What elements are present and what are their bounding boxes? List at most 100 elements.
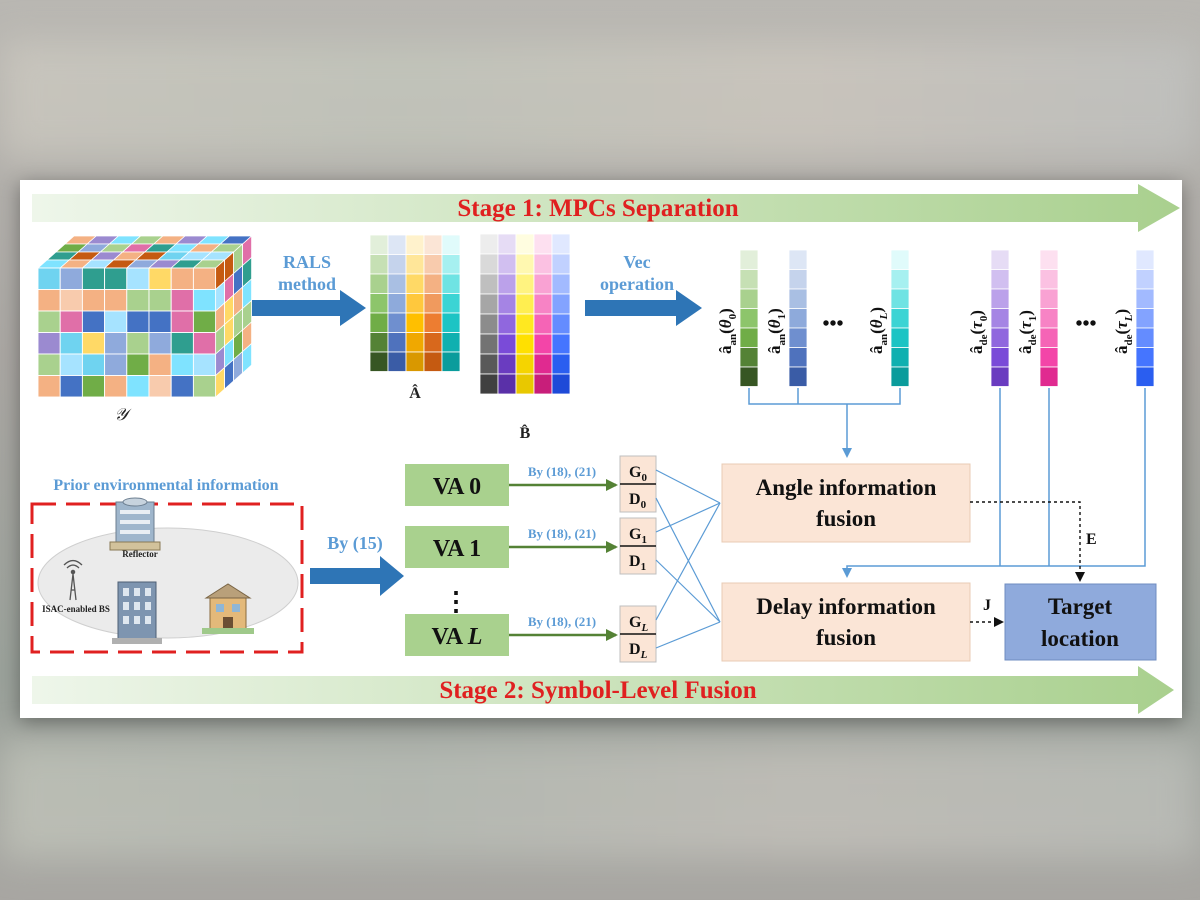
g-label: G1 [629, 526, 647, 546]
matrix-cell [423, 312, 443, 333]
vector-label: âde(τL) [1112, 309, 1135, 354]
tensor-front-cell [104, 332, 128, 355]
tensor-front-cell [104, 289, 128, 312]
tensor-label: 𝒴 [114, 405, 132, 424]
matrix-cell [515, 353, 535, 375]
vector-cell [788, 347, 808, 368]
matrix-cell [441, 332, 461, 353]
matrix-cell [369, 273, 389, 294]
vector-label: âan(θ1) [765, 308, 788, 354]
vector-cell [990, 269, 1010, 290]
matrix-cell [551, 253, 571, 275]
tensor-front-cell [59, 267, 83, 290]
tensor-front-cell [126, 332, 150, 355]
matrix-cell [533, 273, 553, 295]
vector-cell [890, 366, 910, 387]
vector-cell [1135, 249, 1155, 270]
matrix-cell [533, 233, 553, 255]
va-by-label: By (18), (21) [528, 464, 596, 479]
matrix-cell [441, 273, 461, 294]
vector-cell [990, 308, 1010, 329]
matrix-cell [387, 332, 407, 353]
tensor-front-cell [192, 310, 217, 333]
steering-vectors: âan(θ0)âan(θ1)âan(θL)âde(τ0)âde(τ1)âde(τ… [716, 249, 1155, 387]
figure-card: Stage 1: MPCs Separation Stage 2: Symbol… [20, 180, 1182, 718]
vector-cell [1135, 366, 1155, 387]
matrix-cell [497, 373, 517, 395]
tensor-front-cell [81, 332, 106, 355]
matrix-cell [405, 351, 425, 372]
tensor-front-cell [59, 375, 83, 398]
va-by-label: By (18), (21) [528, 526, 596, 541]
g-to-angle-line [655, 502, 721, 621]
tensor-front-cell [126, 310, 150, 333]
stage2-banner: Stage 2: Symbol-Level Fusion [32, 666, 1174, 714]
vector-cell [788, 249, 808, 270]
vector-cell [1039, 269, 1059, 290]
target-line1: Target [1048, 594, 1113, 619]
matrix-cell [515, 313, 535, 335]
column-vector: âan(θL) [867, 249, 910, 387]
d-label: D0 [629, 491, 647, 511]
vector-cell [788, 308, 808, 329]
matrix-cell [551, 233, 571, 255]
matrix-cell [515, 233, 535, 255]
matrix-cell [497, 293, 517, 315]
tensor-front-cell [148, 267, 172, 290]
matrix-cell [423, 293, 443, 314]
tensor-front-cell [170, 289, 194, 312]
stage2-title: Stage 2: Symbol-Level Fusion [439, 677, 756, 704]
vector-cell [1039, 249, 1059, 270]
tensor-front-cell [192, 332, 217, 355]
rals-line1: RALS [283, 252, 331, 272]
matrix-cell [497, 313, 517, 335]
vector-cell [890, 308, 910, 329]
matrix-cell [369, 351, 389, 372]
vector-cell [739, 366, 759, 387]
matrix-cell [497, 333, 517, 355]
delay-fusion-line1: Delay information [756, 594, 936, 619]
matrix-cell [387, 351, 407, 372]
matrix-cell [533, 313, 553, 335]
matrix-cell [515, 373, 535, 395]
d-to-delay-line [655, 621, 721, 649]
tensor-front-cell [104, 267, 128, 290]
vector-cell [739, 288, 759, 309]
matrix-b-label: B̂ [520, 424, 531, 442]
matrix-a-label: Â [409, 383, 421, 402]
g-label: G0 [629, 464, 647, 484]
matrix-cell [479, 373, 499, 395]
column-vector: âde(τ1) [1016, 249, 1059, 387]
d-to-delay-line [655, 497, 721, 623]
e-label: E [1086, 531, 1097, 548]
background-blur-top [0, 40, 1200, 160]
vector-cell [990, 366, 1010, 387]
tensor-front-cell [126, 267, 150, 290]
vec-arrow: Vec operation [585, 252, 702, 326]
tensor-side-cell [242, 342, 252, 374]
angle-fusion-line2: fusion [816, 506, 876, 531]
g-to-angle-line [655, 502, 721, 533]
matrix-cell [423, 351, 443, 372]
column-vector: âan(θ0) [716, 249, 759, 387]
target-line2: location [1041, 626, 1119, 651]
va-box [405, 464, 509, 506]
vector-cell [890, 288, 910, 309]
matrix-cell [515, 333, 535, 355]
reflector-building-icon [109, 497, 161, 551]
stage1-title: Stage 1: MPCs Separation [457, 195, 738, 222]
j-connector: J [970, 597, 1004, 627]
stage1-banner: Stage 1: MPCs Separation [32, 184, 1180, 232]
vector-cell [890, 249, 910, 270]
column-vector: âan(θ1) [765, 249, 808, 387]
angle-vector-ellipsis: ••• [822, 313, 843, 335]
delay-vector-connector [842, 388, 1146, 578]
vector-cell [739, 249, 759, 270]
va-by-label: By (18), (21) [528, 614, 596, 629]
vector-cell [1039, 308, 1059, 329]
tensor-front-cell [148, 332, 172, 355]
tensor-front-cell [59, 332, 83, 355]
